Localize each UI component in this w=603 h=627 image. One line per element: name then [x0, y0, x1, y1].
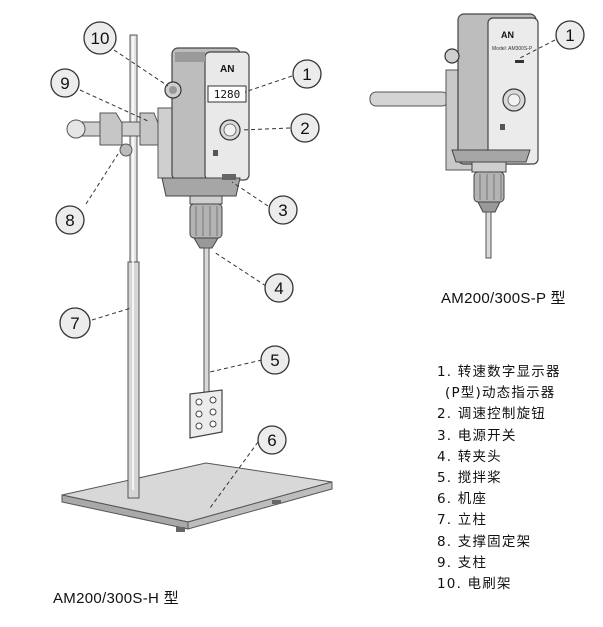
legend-item: 5. 搅拌桨: [437, 470, 502, 487]
h-model-caption: AM200/300S-H 型: [53, 590, 179, 607]
brand-logo-p: AN: [501, 30, 514, 40]
callout-8: 8: [55, 205, 85, 235]
svg-text:5: 5: [270, 351, 279, 370]
power-switch: [222, 174, 236, 180]
h-model-illustration: AN 1280: [61, 34, 333, 532]
svg-text:9: 9: [60, 74, 69, 93]
svg-text:1: 1: [565, 26, 574, 45]
legend-item: 6. 机座: [437, 491, 488, 508]
callout-6: 6: [257, 425, 287, 455]
p-model-caption: AM200/300S-P 型: [441, 290, 566, 307]
callout-3: 3: [268, 195, 298, 225]
chuck: [189, 195, 223, 249]
callout-5: 5: [260, 345, 290, 375]
legend-item: (P型)动态指示器: [445, 385, 556, 402]
model-label-p: Model: AM300S-P: [492, 46, 533, 52]
legend-item: 1. 转速数字显示器: [437, 364, 561, 380]
brand-logo: AN: [220, 64, 234, 75]
svg-text:4: 4: [274, 279, 283, 298]
callout-1: 1: [292, 59, 322, 89]
leader-lines: [79, 39, 556, 509]
legend-item: 8. 支撑固定架: [437, 533, 532, 550]
parts-legend: 1. 转速数字显示器 (P型)动态指示器 2. 调速控制旋钮 3. 电源开关 4…: [437, 362, 561, 595]
callout-2: 2: [290, 113, 320, 143]
callout-1-p: 1: [555, 20, 585, 50]
base-plate: [61, 462, 333, 532]
svg-text:8: 8: [65, 211, 74, 230]
dynamic-indicator: [515, 60, 524, 63]
callout-4: 4: [264, 273, 294, 303]
support-clamp: [66, 112, 181, 157]
p-model-illustration: AN Model: AM300S-P: [369, 13, 539, 259]
svg-text:1: 1: [302, 65, 311, 84]
legend-item: 4. 转夹头: [437, 448, 502, 465]
motor-unit: AN 1280: [157, 47, 250, 197]
legend-item: 3. 电源开关: [437, 427, 517, 444]
svg-text:3: 3: [278, 201, 287, 220]
callout-9: 9: [50, 68, 80, 98]
speed-display-readout: 1280: [214, 88, 241, 101]
support-pole: [127, 34, 140, 499]
stirring-paddle: [189, 247, 223, 439]
legend-item: 2. 调速控制旋钮: [437, 406, 546, 423]
callout-7: 7: [59, 307, 91, 339]
svg-text:6: 6: [267, 431, 276, 450]
callout-10: 10: [83, 21, 117, 55]
svg-text:7: 7: [70, 314, 79, 333]
legend-item: 10. 电刷架: [437, 576, 512, 593]
legend-item: 7. 立柱: [437, 512, 488, 529]
legend-item: 9. 支柱: [437, 554, 488, 571]
svg-text:10: 10: [91, 29, 110, 48]
svg-text:2: 2: [300, 119, 309, 138]
